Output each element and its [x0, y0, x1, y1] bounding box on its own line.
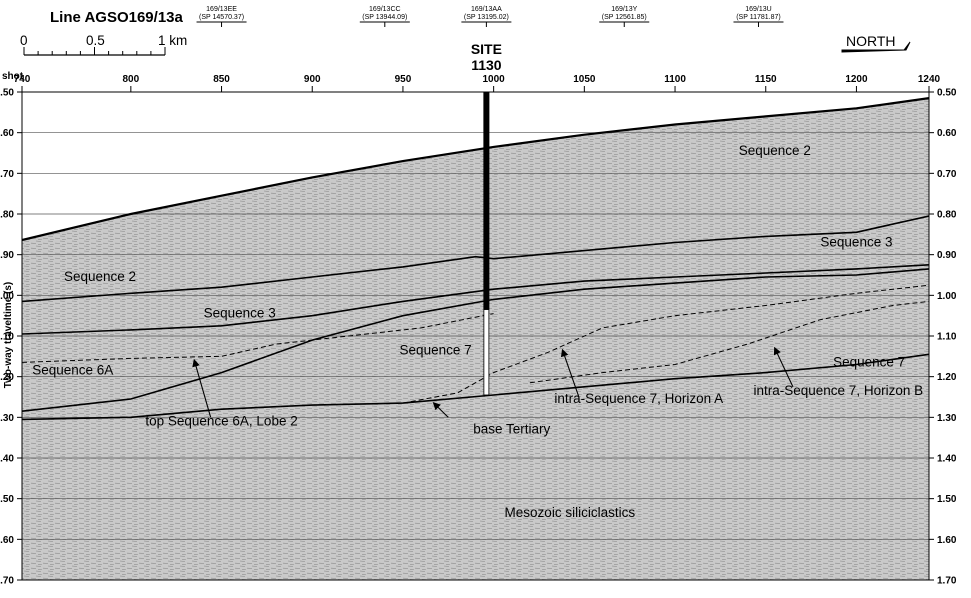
arrow-top-seq6a: [192, 358, 212, 418]
shot-tick-label: 740: [14, 74, 31, 85]
crossing-line-sp: (SP 11781.87): [736, 14, 781, 21]
time-tick-label-right: 1.70: [937, 576, 957, 587]
time-tick-label-left: 0.80: [0, 210, 14, 221]
time-tick-label-left: 0.90: [0, 250, 14, 261]
label-sequence-3: Sequence 3: [820, 235, 892, 250]
horizon-intra-sequence-7-horizon-a: [402, 284, 929, 404]
horizon-base-sequence-3: [22, 264, 929, 335]
crossing-line-sp: (SP 13195.02): [464, 14, 509, 21]
scale-label-0: 0: [20, 33, 28, 48]
time-tick-label-right: 0.80: [937, 210, 957, 221]
shot-tick-label: 850: [213, 74, 230, 85]
site-label-line1: SITE: [471, 41, 502, 57]
time-tick-label-right: 1.40: [937, 454, 957, 465]
time-tick-label-left: 0.70: [0, 169, 14, 180]
shot-tick-label: 1200: [845, 74, 868, 85]
plot-frame: [21, 91, 930, 581]
crossing-line-name: 169/13Y: [611, 6, 637, 13]
label-sequence-7: Sequence 7: [400, 342, 472, 357]
shot-axis-label: shot: [2, 71, 24, 82]
time-tick-label-right: 1.30: [937, 413, 957, 424]
borehole-cored: [483, 92, 490, 310]
time-tick-label-right: 1.10: [937, 332, 957, 343]
time-tick-label-left: 1.30: [0, 413, 14, 424]
crossing-line-name: 169/13CC: [369, 6, 401, 13]
crossing-line-sp: (SP 12561.85): [602, 14, 647, 21]
annotation-arrows: [192, 346, 794, 418]
water-column: [22, 92, 929, 241]
time-gridlines: [22, 132, 929, 540]
shot-tick-label: 1240: [918, 74, 941, 85]
north-arrow-icon: [841, 41, 911, 53]
time-tick-label-right: 0.70: [937, 169, 957, 180]
label-mesozoic-siliciclastics: Mesozoic siliciclastics: [505, 505, 636, 520]
crossing-line-name: 169/13U: [745, 6, 771, 13]
horizon-base-tertiary: [22, 353, 929, 421]
north-label: NORTH: [846, 33, 896, 49]
horizon-top-sequence-6a: [22, 313, 494, 363]
crossing-line-sp: (SP 13944.09): [362, 14, 407, 21]
horizon-intra-sequence-7-horizon-b: [529, 300, 929, 384]
borehole-lower: [483, 309, 490, 396]
time-tick-label-right: 0.50: [937, 88, 957, 99]
scale-label-half: 0.5: [86, 33, 105, 48]
arrow-horizon-b: [773, 346, 794, 388]
site-label-line2: 1130: [471, 57, 502, 73]
time-tick-label-right: 0.90: [937, 250, 957, 261]
unit-labels: Sequence 2 Sequence 3 Sequence 2 Sequence 3…: [32, 143, 923, 520]
label-intra-sequence-7-horizon-b: intra-Sequence 7, Horizon B: [754, 383, 924, 398]
shot-tick-label: 1000: [483, 74, 506, 85]
label-top-sequence-6a-lobe-2: top Sequence 6A, Lobe 2: [145, 413, 297, 428]
horizon-second-upper-line: [22, 268, 929, 412]
crossing-line-name: 169/13AA: [471, 6, 502, 13]
time-tick-label-left: 1.40: [0, 454, 14, 465]
scale-label-1km: 1 km: [158, 33, 187, 48]
crossing-line-sp: (SP 14570.37): [199, 14, 244, 21]
time-axis-label: Two-way traveltime (s): [3, 282, 14, 389]
time-tick-label-left: 0.60: [0, 128, 14, 139]
shot-axis-ticks: 740 800 850 900 950 1000 1050 1100 1150 1200 1240: [14, 74, 941, 92]
time-axis-ticks: 0.50 0.50 0.60 0.60 0.70 0.70 0.80 0.80 0.90 0.90…: [0, 88, 957, 587]
time-tick-label-right: 1.60: [937, 535, 957, 546]
time-tick-label-left: 1.00: [0, 291, 14, 302]
label-sequence-2: Sequence 2: [739, 143, 811, 158]
label-sequence-7: Sequence 7: [833, 355, 905, 370]
shot-tick-label: 950: [395, 74, 412, 85]
time-tick-label-right: 1.20: [937, 372, 957, 383]
shot-tick-label: 1150: [755, 74, 777, 85]
label-intra-sequence-7-horizon-a: intra-Sequence 7, Horizon A: [554, 391, 723, 406]
arrow-horizon-a: [560, 348, 580, 398]
shot-tick-label: 1050: [573, 74, 596, 85]
label-base-tertiary: base Tertiary: [473, 422, 550, 437]
time-tick-label-right: 1.50: [937, 494, 957, 505]
shot-tick-label: 900: [304, 74, 321, 85]
shot-tick-label: 800: [122, 74, 139, 85]
time-tick-label-left: 1.20: [0, 372, 14, 383]
horizon-seafloor: [22, 97, 929, 242]
label-sequence-3: Sequence 3: [204, 306, 276, 321]
time-tick-label-left: 0.50: [0, 88, 14, 99]
crossing-line-name: 169/13EE: [206, 6, 237, 13]
time-tick-label-right: 1.00: [937, 291, 957, 302]
time-tick-label-right: 0.60: [937, 128, 957, 139]
label-sequence-2: Sequence 2: [64, 269, 136, 284]
figure-title: Line AGSO169/13a: [50, 9, 183, 26]
arrow-base-tertiary: [432, 402, 449, 418]
time-tick-label-left: 1.60: [0, 535, 14, 546]
crossing-lines: 169/13EE(SP 14570.37) 169/13CC(SP 13944.0…: [196, 6, 784, 27]
time-tick-label-left: 1.50: [0, 494, 14, 505]
label-sequence-6a: Sequence 6A: [32, 363, 113, 378]
time-tick-label-left: 1.70: [0, 576, 14, 587]
scale-bar: 0 0.5 1 km: [20, 33, 187, 56]
time-tick-label-left: 1.10: [0, 332, 14, 343]
north-indicator: NORTH: [841, 33, 911, 53]
shot-tick-label: 1100: [664, 74, 686, 85]
